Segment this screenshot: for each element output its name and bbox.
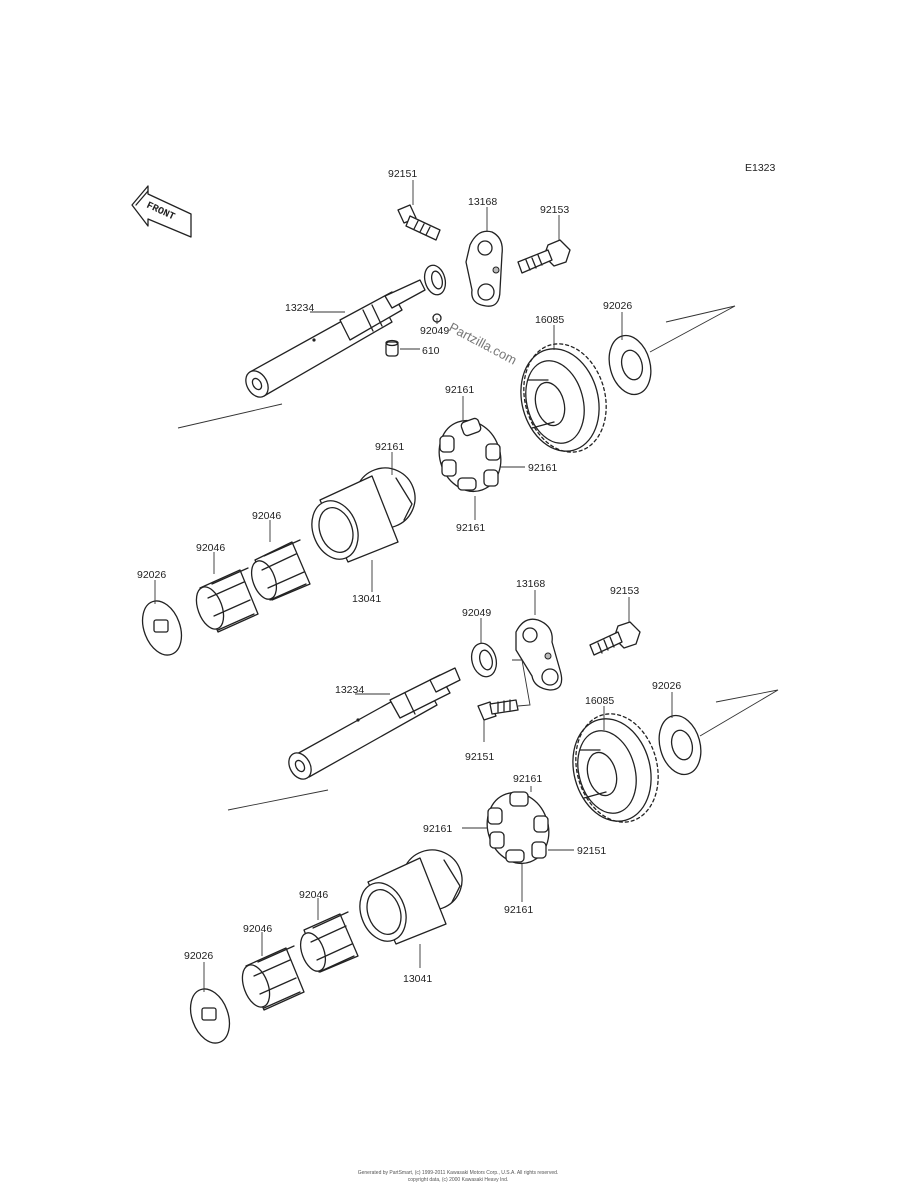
front-arrow-icon: FRONT [131,185,192,238]
lower-shaft [288,667,461,780]
lower-label-shaft: 13234 [335,684,364,696]
lower-label-bolt-b: 92153 [610,585,639,597]
lower-bolt-92153 [589,621,641,656]
lower-label-rubber-left: 92161 [423,823,452,835]
upper-label-bolt-a: 92151 [388,168,417,180]
lower-rubber-dampers [486,791,550,865]
lower-label-rubber-right: 92151 [577,845,606,857]
lower-label-washer-left: 92026 [184,950,213,962]
lower-label-bearing-a: 92046 [243,923,272,935]
lower-bearing-a [241,945,305,1011]
upper-label-gear: 16085 [535,314,564,326]
upper-label-bearing-b: 92046 [252,510,281,522]
lower-label-rubber-bottom: 92161 [504,904,533,916]
lower-label-bolt-a: 92151 [465,751,494,763]
upper-pin [385,339,399,357]
upper-label-rubber-top: 92161 [445,384,474,396]
upper-bolt-92153 [517,239,571,274]
upper-label-oil-seal: 92049 [420,325,449,337]
footer-line-1: Generated by PartSmart, (c) 1999-2011 Ka… [358,1170,559,1176]
upper-rubber-dampers [438,417,502,493]
lower-label-bearing-b: 92046 [299,889,328,901]
upper-washer-right [608,334,652,396]
lower-label-rubber-top: 92161 [513,773,542,785]
upper-label-hub: 13041 [352,593,381,605]
upper-bolt-92151 [397,204,441,241]
upper-bearing-a [195,567,259,633]
upper-oil-seal [423,264,447,296]
upper-washer-left [141,600,183,656]
lower-bolt-92151 [477,699,519,721]
lower-label-hub: 13041 [403,973,432,985]
lower-washer-left [189,988,231,1044]
upper-label-shaft: 13234 [285,302,314,314]
lower-assembly: 13168 92153 92049 13234 16085 92026 9215… [184,578,779,1044]
lower-label-washer-right: 92026 [652,680,681,692]
upper-gear [520,343,607,453]
upper-label-bolt-b: 92153 [540,204,569,216]
lower-bearing-b [299,911,359,973]
lower-hub [359,849,463,945]
upper-label-rubber-bottom: 92161 [456,522,485,534]
upper-label-washer-left: 92026 [137,569,166,581]
upper-hub [311,467,416,563]
upper-bearing-b [250,539,311,601]
upper-label-bearing-a: 92046 [196,542,225,554]
upper-label-washer-right: 92026 [603,300,632,312]
upper-label-pin: 610 [422,345,440,357]
footer-line-2: copyright data, (c) 2000 Kawasaki Heavy … [408,1177,509,1183]
lower-label-gear: 16085 [585,695,614,707]
lower-oil-seal [470,642,498,678]
upper-label-rubber-right: 92161 [528,462,557,474]
upper-label-rubber-left: 92161 [375,441,404,453]
watermark: Partzilla.com [447,319,520,367]
upper-label-arm: 13168 [468,196,497,208]
lower-label-oil-seal: 92049 [462,607,491,619]
lower-gear [572,713,659,823]
lower-washer-right [658,714,702,776]
lower-arm [515,618,563,691]
upper-arm [465,230,503,307]
upper-assembly: 92151 13168 92153 13234 92049 610 16085 … [137,168,736,656]
diagram-code: E1323 [745,162,776,174]
upper-shaft [245,279,426,398]
lower-label-arm: 13168 [516,578,545,590]
